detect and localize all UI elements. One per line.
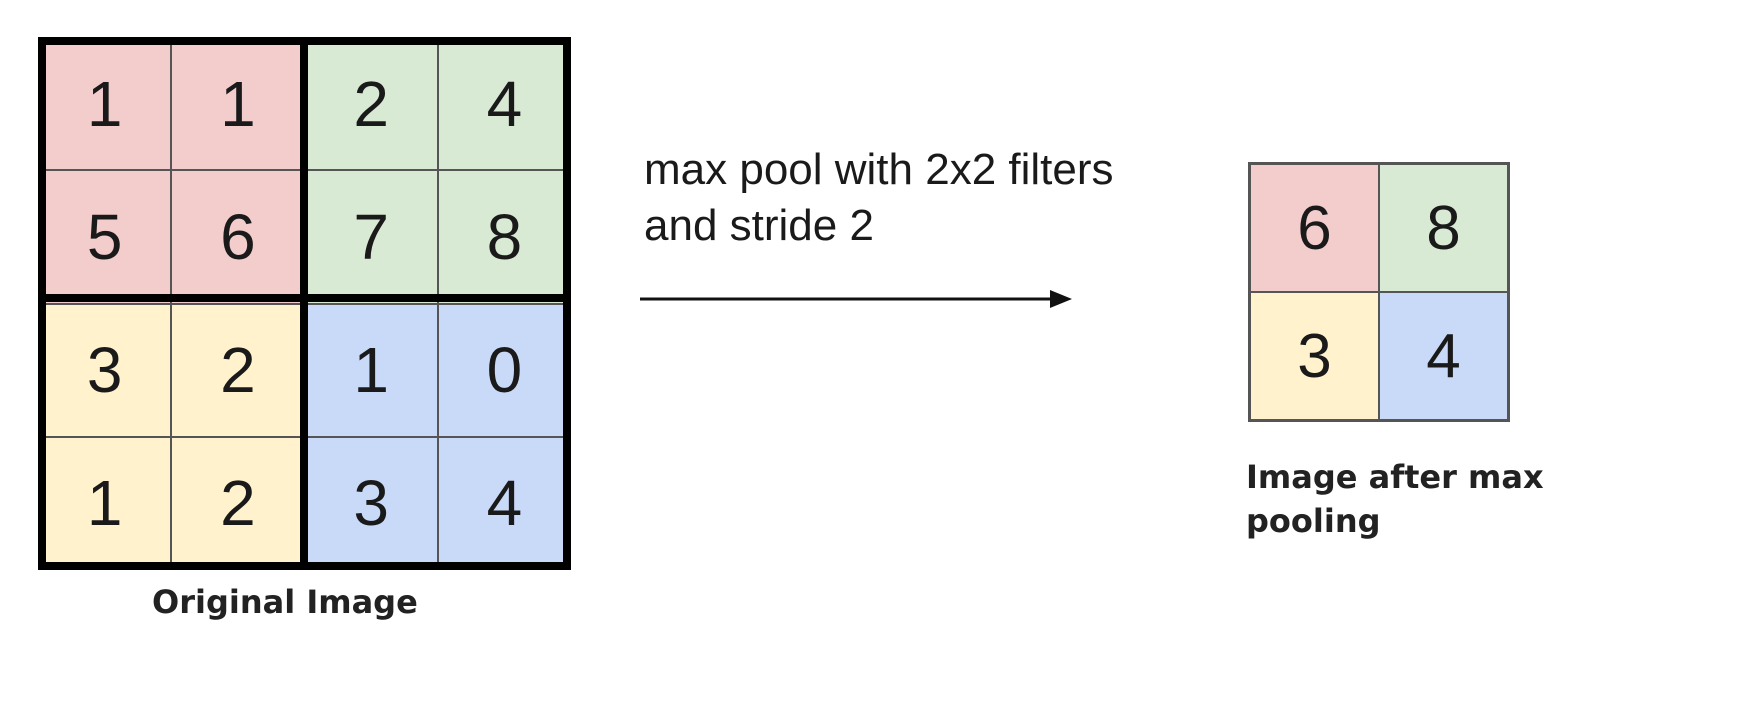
original-cell: 6 (171, 170, 305, 304)
pooled-cell: 6 (1250, 164, 1379, 292)
pooled-caption-line2: pooling (1246, 502, 1381, 540)
original-cell: 4 (437, 436, 571, 570)
quadrant-border-left (38, 37, 46, 570)
pooled-image-caption: Image after max pooling (1246, 455, 1544, 543)
operation-label: max pool with 2x2 filters and stride 2 (644, 142, 1114, 254)
original-image-grid: 1 1 2 4 5 6 7 8 3 2 1 0 1 2 3 4 (38, 37, 571, 570)
original-cell: 5 (38, 170, 172, 304)
original-cell: 1 (38, 436, 172, 570)
operation-label-line2: and stride 2 (644, 201, 874, 250)
original-image-caption: Original Image (152, 583, 418, 621)
original-cell: 1 (171, 37, 305, 171)
arrow-right-icon (640, 290, 1072, 308)
original-cell: 0 (437, 303, 571, 437)
pooled-caption-line1: Image after max (1246, 458, 1544, 496)
operation-label-line1: max pool with 2x2 filters (644, 145, 1114, 194)
original-cell: 3 (38, 303, 172, 437)
pooled-image-grid: 6 8 3 4 (1248, 162, 1510, 422)
original-cell: 1 (38, 37, 172, 171)
quadrant-border-right (563, 37, 571, 570)
original-cell: 3 (304, 436, 438, 570)
pooled-cell: 8 (1379, 164, 1508, 292)
pooled-cell: 3 (1250, 292, 1379, 420)
quadrant-border-center (300, 37, 308, 570)
original-cell: 4 (437, 37, 571, 171)
original-cell: 2 (171, 303, 305, 437)
original-cell: 8 (437, 170, 571, 304)
original-cell: 2 (171, 436, 305, 570)
original-cell: 2 (304, 37, 438, 171)
original-cell: 1 (304, 303, 438, 437)
original-cell: 7 (304, 170, 438, 304)
pooled-cell: 4 (1379, 292, 1508, 420)
